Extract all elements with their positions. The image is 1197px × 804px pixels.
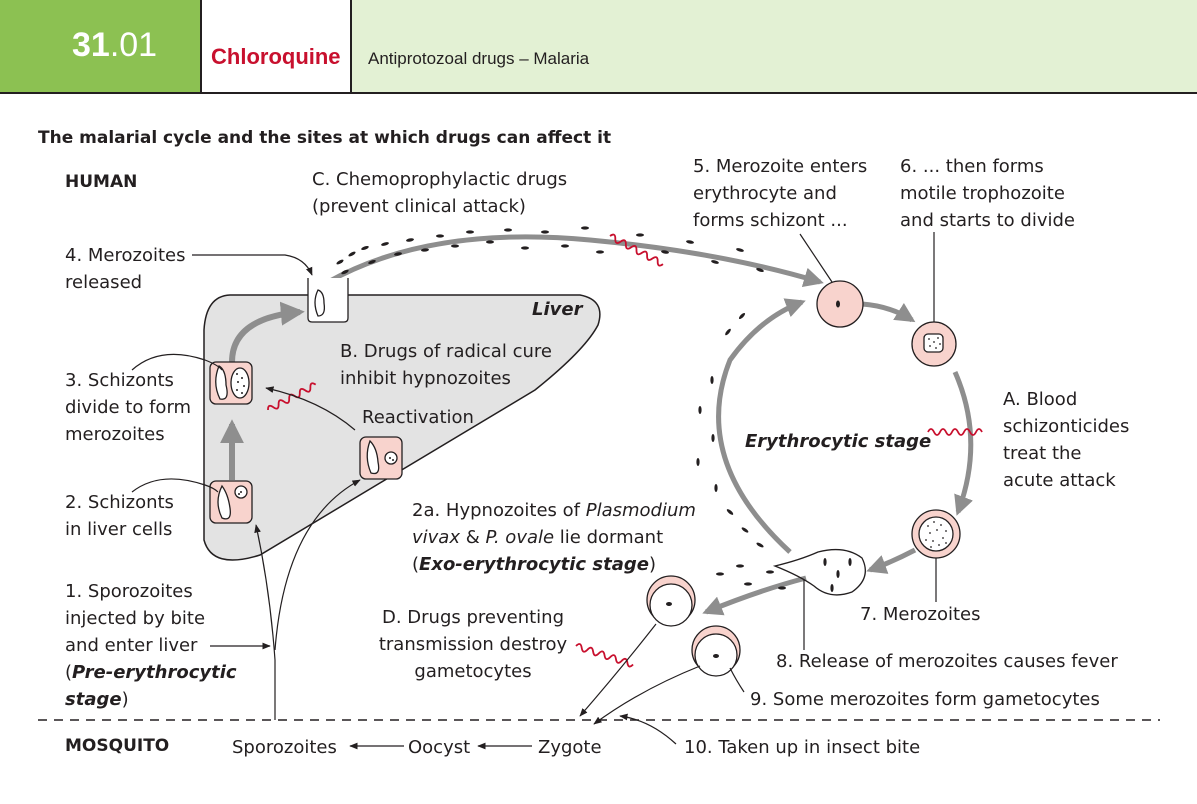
sporozoite-line-2 bbox=[274, 479, 361, 651]
leader-s4 bbox=[192, 254, 313, 276]
leader-s3 bbox=[131, 353, 223, 371]
erythrocyte-mature-schizont bbox=[911, 509, 961, 559]
gametocyte-to-zygote-2 bbox=[593, 665, 701, 725]
gametocyte-to-zygote-1 bbox=[579, 623, 657, 717]
leader-s5 bbox=[799, 233, 833, 283]
sporozoites-label: Sporozoites bbox=[232, 737, 337, 758]
header-divider bbox=[0, 92, 1197, 94]
section-subtitle: Antiprotozoal drugs – Malaria bbox=[368, 49, 590, 68]
step-2a-label: 2a. Hypnozoites of Plasmodium vivax & P.… bbox=[412, 500, 696, 575]
arrow-liver-3-to-4 bbox=[229, 301, 305, 363]
reactivation-label: Reactivation bbox=[362, 407, 474, 428]
section-number: 31.01 bbox=[72, 26, 158, 64]
arrow-schizont-to-burst bbox=[866, 547, 917, 574]
liver-shape bbox=[203, 294, 601, 561]
human-zone-label: HUMAN bbox=[65, 172, 138, 192]
leader-s10 bbox=[619, 713, 677, 745]
burst-erythrocyte bbox=[772, 548, 866, 596]
merozoite-dashes bbox=[324, 226, 852, 592]
arrow-rbc5-to-rbc6 bbox=[861, 301, 916, 323]
oocyst-label: Oocyst bbox=[408, 737, 471, 758]
arrow-burst-to-gametocyte bbox=[702, 575, 807, 616]
step-9-label: 9. Some merozoites form gametocytes bbox=[750, 689, 1100, 710]
step-10-label: 10. Taken up in insect bite bbox=[684, 737, 921, 758]
liver-cell-hypnozoite bbox=[359, 436, 403, 480]
erythrocytic-stage-label: Erythrocytic stage bbox=[745, 431, 932, 452]
liver-cell-schizont bbox=[209, 480, 253, 524]
drug-title: Chloroquine bbox=[211, 44, 341, 69]
drug-title-block: Chloroquine bbox=[200, 0, 352, 92]
drug-wave-C bbox=[609, 233, 664, 267]
drug-wave-D bbox=[575, 643, 634, 668]
arrow-rbc6-to-schizont bbox=[952, 370, 974, 516]
mosquito-zone-label: MOSQUITO bbox=[65, 736, 170, 756]
drug-wave-A bbox=[927, 428, 983, 436]
section-number-block: 31.01 bbox=[0, 0, 200, 92]
liver-label: Liver bbox=[532, 299, 583, 320]
released-liver-cell bbox=[307, 278, 349, 323]
leader-s9 bbox=[729, 667, 745, 693]
arrow-release-to-rbc bbox=[326, 234, 824, 287]
erythrocyte-schizont bbox=[816, 280, 864, 328]
zygote-label: Zygote bbox=[538, 737, 602, 758]
leader-lines bbox=[131, 232, 937, 750]
arrow-burst-to-rbc5 bbox=[716, 298, 806, 554]
diagram-title: The malarial cycle and the sites at whic… bbox=[38, 128, 612, 148]
reactivation-arrow bbox=[265, 386, 356, 431]
sporozoite-line-1 bbox=[254, 524, 276, 720]
gametocyte-cell-2 bbox=[691, 625, 741, 677]
subtitle-block: Antiprotozoal drugs – Malaria bbox=[352, 0, 1197, 92]
drug-C-label: C. Chemoprophylactic drugs(prevent clini… bbox=[312, 169, 568, 217]
gametocyte-cell-1 bbox=[646, 575, 696, 627]
step-7-label: 7. Merozoites bbox=[860, 604, 981, 625]
step-8-label: 8. Release of merozoites causes fever bbox=[776, 651, 1118, 672]
erythrocyte-trophozoite bbox=[911, 321, 957, 367]
step-1-label: 1. Sporozoites injected by bite and ente… bbox=[65, 581, 237, 710]
liver-cell-dividing-schizont bbox=[209, 361, 253, 405]
leader-s2 bbox=[131, 478, 219, 493]
